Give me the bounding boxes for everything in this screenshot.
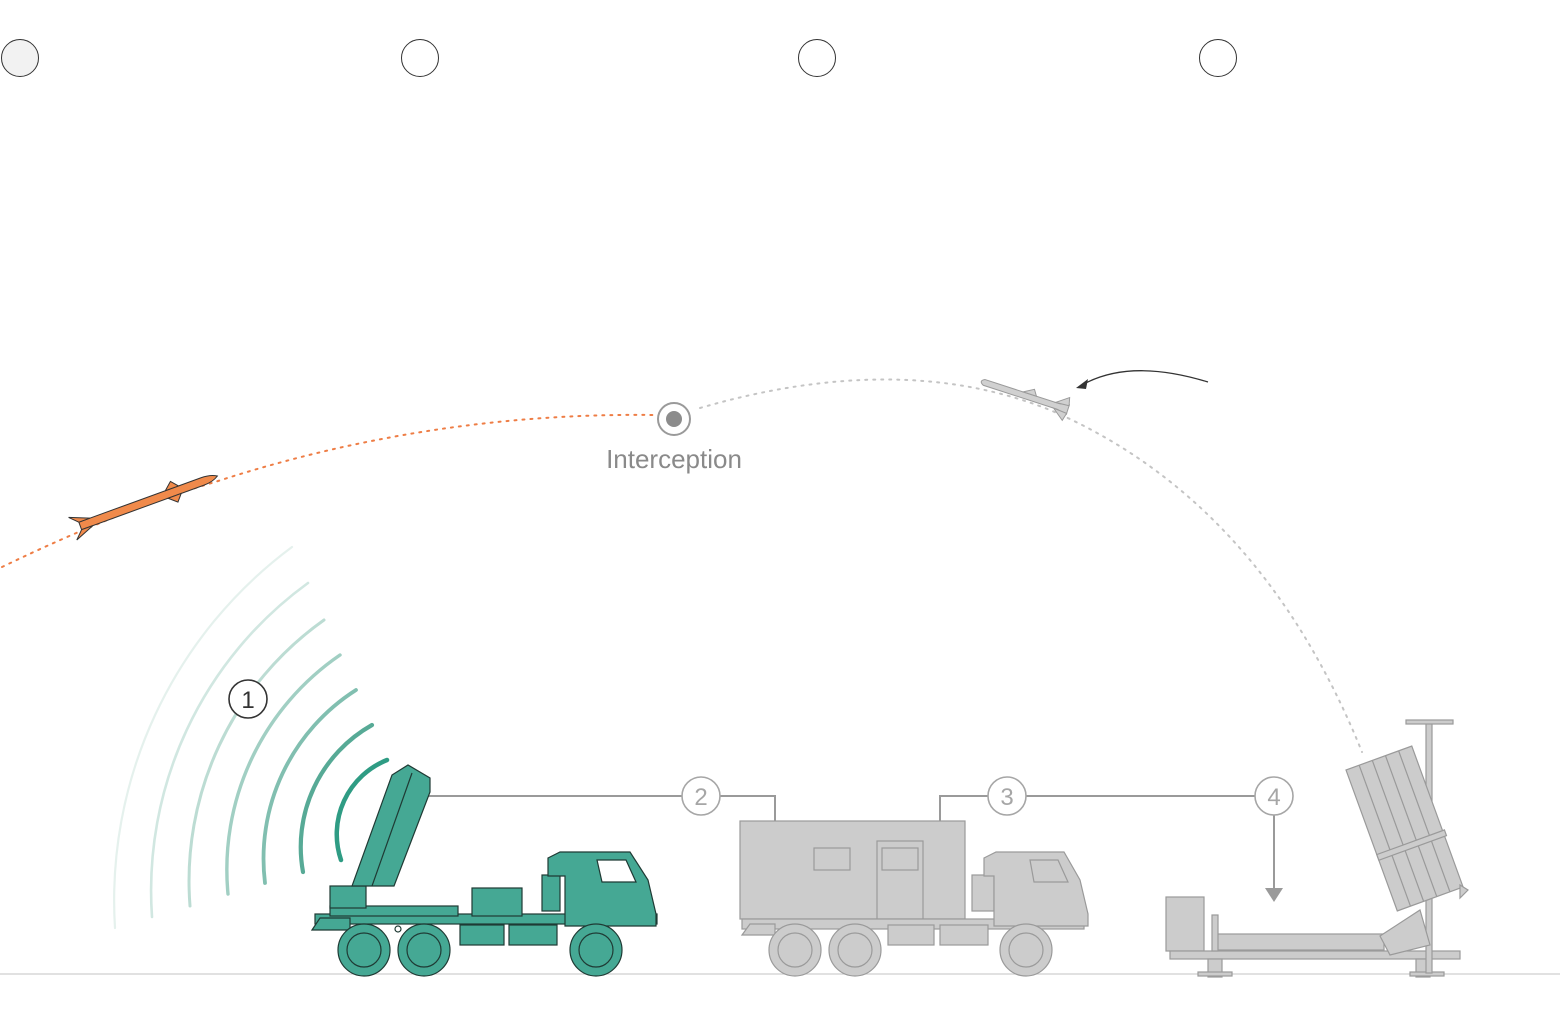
arrow-to-launcher <box>1265 888 1283 902</box>
diagram-stage: Interception <box>0 39 1560 978</box>
incoming-trajectory <box>1 413 656 568</box>
step-dot-1[interactable] <box>1 39 39 77</box>
control-center-truck-icon <box>739 820 1089 977</box>
svg-text:1: 1 <box>241 687 254 714</box>
step-badge-2: 2 <box>681 776 721 816</box>
step-dot-4[interactable] <box>1199 39 1237 77</box>
interceptor-trajectory <box>699 378 1363 753</box>
step-badge-1: 1 <box>228 679 268 719</box>
interception-diagram: Interception <box>0 370 1560 978</box>
interception-label: Interception <box>606 444 742 474</box>
control-truck-wheels <box>768 923 1053 977</box>
interception-marker <box>657 402 691 436</box>
interceptor-arrow <box>1076 370 1209 389</box>
radar-waves <box>113 545 390 930</box>
rocket-icon <box>68 474 219 541</box>
radar-truck-wheels <box>337 923 623 977</box>
svg-text:3: 3 <box>1000 784 1013 811</box>
step-dot-2[interactable] <box>401 39 439 77</box>
launcher-canisters <box>1345 745 1464 912</box>
step-badge-4: 4 <box>1254 776 1294 816</box>
svg-text:2: 2 <box>694 784 707 811</box>
interceptor-missile-icon <box>980 379 1071 422</box>
svg-text:4: 4 <box>1267 784 1280 811</box>
launcher-icon <box>1165 719 1469 978</box>
radar-truck-icon <box>310 764 658 977</box>
step-badge-3: 3 <box>987 776 1027 816</box>
step-dot-3[interactable] <box>798 39 836 77</box>
